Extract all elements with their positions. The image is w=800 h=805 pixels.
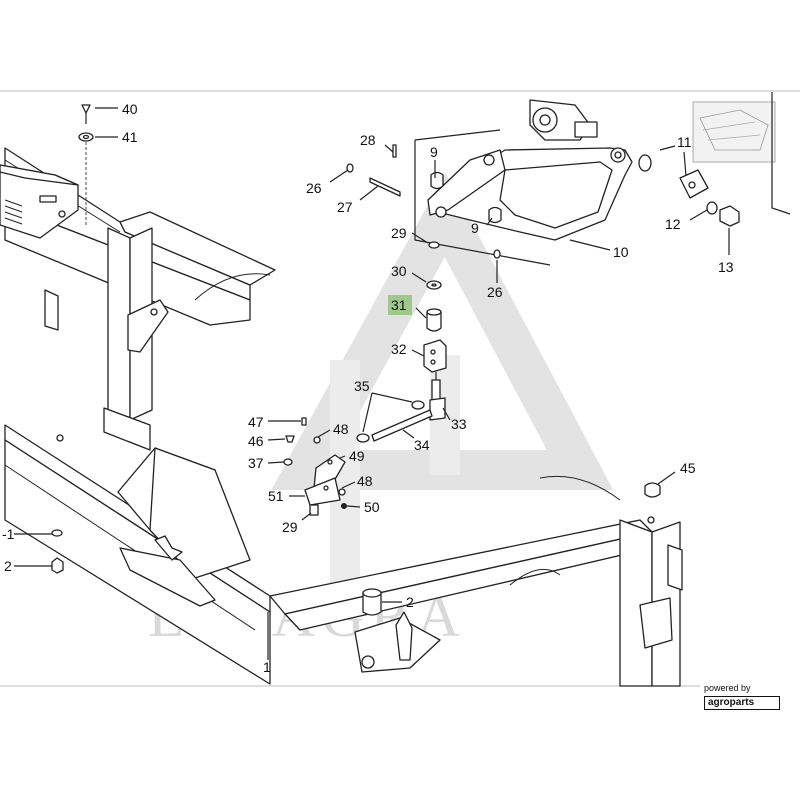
leader-lines <box>14 107 730 660</box>
callout-32[interactable]: 32 <box>391 341 407 357</box>
part-45-cap <box>644 482 661 498</box>
callout-50[interactable]: 50 <box>364 499 380 515</box>
callout-9-bottom[interactable]: 9 <box>471 220 479 236</box>
callout-1[interactable]: 1 <box>263 659 271 675</box>
callout-labels: 40 41 28 26 27 9 9 11 12 13 10 29 30 26 … <box>2 101 734 675</box>
callout-29-bottom[interactable]: 29 <box>282 519 298 535</box>
callout-10[interactable]: 10 <box>613 244 629 260</box>
callout-49[interactable]: 49 <box>349 448 365 464</box>
callout-45[interactable]: 45 <box>680 460 696 476</box>
callout-46[interactable]: 46 <box>248 433 264 449</box>
callout-minus-1-left[interactable]: -1 <box>2 526 15 542</box>
callout-26-mid[interactable]: 26 <box>487 284 503 300</box>
callout-48-top[interactable]: 48 <box>333 421 349 437</box>
callout-27[interactable]: 27 <box>337 199 353 215</box>
callout-13[interactable]: 13 <box>718 259 734 275</box>
callout-26-top[interactable]: 26 <box>306 180 322 196</box>
callout-28[interactable]: 28 <box>360 132 376 148</box>
callout-48-bottom[interactable]: 48 <box>357 473 373 489</box>
callout-37[interactable]: 37 <box>248 455 264 471</box>
agroparts-logo[interactable]: agroparts <box>704 696 780 710</box>
highlight-callout-31 <box>388 295 412 315</box>
lift-arm-assembly <box>414 92 791 266</box>
callout-2[interactable]: 2 <box>406 594 414 610</box>
linkage-parts <box>51 144 501 574</box>
callout-9-top[interactable]: 9 <box>430 144 438 160</box>
callout-40[interactable]: 40 <box>122 101 138 117</box>
callout-41[interactable]: 41 <box>122 129 138 145</box>
powered-by-label: powered by <box>704 683 751 693</box>
callout-11[interactable]: 11 <box>677 134 692 150</box>
callout-30[interactable]: 30 <box>391 263 407 279</box>
callout-2-left[interactable]: 2 <box>4 558 12 574</box>
callout-33[interactable]: 33 <box>451 416 467 432</box>
callout-34[interactable]: 34 <box>414 437 430 453</box>
part-2-bushing <box>362 588 382 616</box>
callout-31[interactable]: 31 <box>391 297 407 313</box>
callout-29-top[interactable]: 29 <box>391 225 407 241</box>
callout-35[interactable]: 35 <box>354 378 370 394</box>
main-frame <box>4 147 683 687</box>
callout-47[interactable]: 47 <box>248 414 264 430</box>
callout-12[interactable]: 12 <box>665 216 681 232</box>
callout-51[interactable]: 51 <box>268 488 284 504</box>
control-box <box>0 104 94 239</box>
